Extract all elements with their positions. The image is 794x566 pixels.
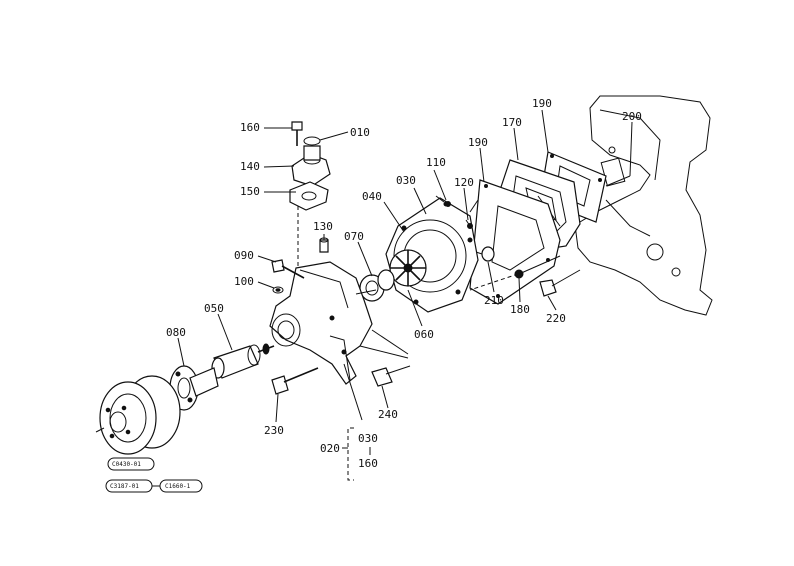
impeller-040	[389, 249, 427, 287]
label-050: 050	[204, 302, 224, 315]
ref-tag-1	[107, 457, 155, 471]
bolt-230	[271, 367, 319, 395]
engine-block	[574, 95, 713, 316]
pump-body	[269, 261, 373, 385]
ring-010	[303, 136, 321, 146]
ref-tag-1-text: C0430-01	[112, 461, 141, 468]
bolt-220	[539, 269, 581, 297]
outlet-140	[291, 145, 331, 187]
bolt-120	[465, 219, 473, 229]
bolt-090	[271, 259, 305, 279]
label-130: 130	[313, 220, 333, 233]
label-010: 010	[350, 126, 370, 139]
seal-070	[359, 269, 395, 302]
leader-lines	[177, 109, 633, 423]
label-110: 110	[426, 156, 446, 169]
gasket-150	[289, 181, 329, 211]
label-170: 170	[502, 116, 522, 129]
label-180: 180	[510, 303, 530, 316]
label-190-left: 190	[468, 136, 488, 149]
bolt-110	[435, 195, 451, 207]
label-140: 140	[240, 160, 260, 173]
washer-100	[272, 286, 284, 294]
label-150: 150	[240, 185, 260, 198]
label-060: 060	[414, 328, 434, 341]
bolt-160	[291, 121, 303, 146]
ref-tag-2-text: C3187-01	[110, 483, 139, 490]
label-070: 070	[344, 230, 364, 243]
label-090: 090	[234, 249, 254, 262]
label-030: 030	[396, 174, 416, 187]
label-230: 230	[264, 424, 284, 437]
label-210: 210	[484, 294, 504, 307]
label-030-sub: 030	[358, 432, 378, 445]
bolt-240	[371, 365, 411, 387]
label-040: 040	[362, 190, 382, 203]
label-160-sub: 160	[358, 457, 378, 470]
label-120: 120	[454, 176, 474, 189]
pulley	[95, 375, 181, 455]
label-240: 240	[378, 408, 398, 421]
reference-tags: C0430-01 C3187-01 C1660-1	[105, 457, 203, 493]
label-020: 020	[320, 442, 340, 455]
label-100: 100	[234, 275, 254, 288]
label-200: 200	[622, 110, 642, 123]
label-220: 220	[546, 312, 566, 325]
ref-tag-3	[159, 479, 203, 493]
label-080: 080	[166, 326, 186, 339]
sensor-130	[319, 237, 329, 253]
shaft-050	[211, 343, 275, 379]
bolt-180	[514, 255, 561, 279]
label-190-right: 190	[532, 97, 552, 110]
bracket-020	[342, 427, 371, 481]
part-labels: 160 010 140 150 090 100 130 070 040 030 …	[166, 97, 642, 470]
label-160: 160	[240, 121, 260, 134]
ref-tag-3-text: C1660-1	[165, 483, 191, 490]
